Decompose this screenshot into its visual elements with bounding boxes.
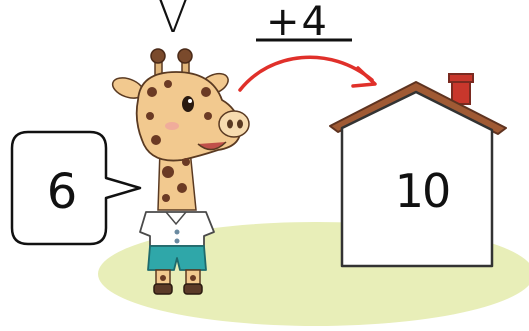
operation-label: +4	[266, 2, 329, 42]
top-mark-label: V	[158, 0, 188, 40]
end-value: 10	[372, 168, 472, 214]
curved-arrow-icon	[240, 57, 375, 90]
start-value: 6	[28, 168, 96, 216]
